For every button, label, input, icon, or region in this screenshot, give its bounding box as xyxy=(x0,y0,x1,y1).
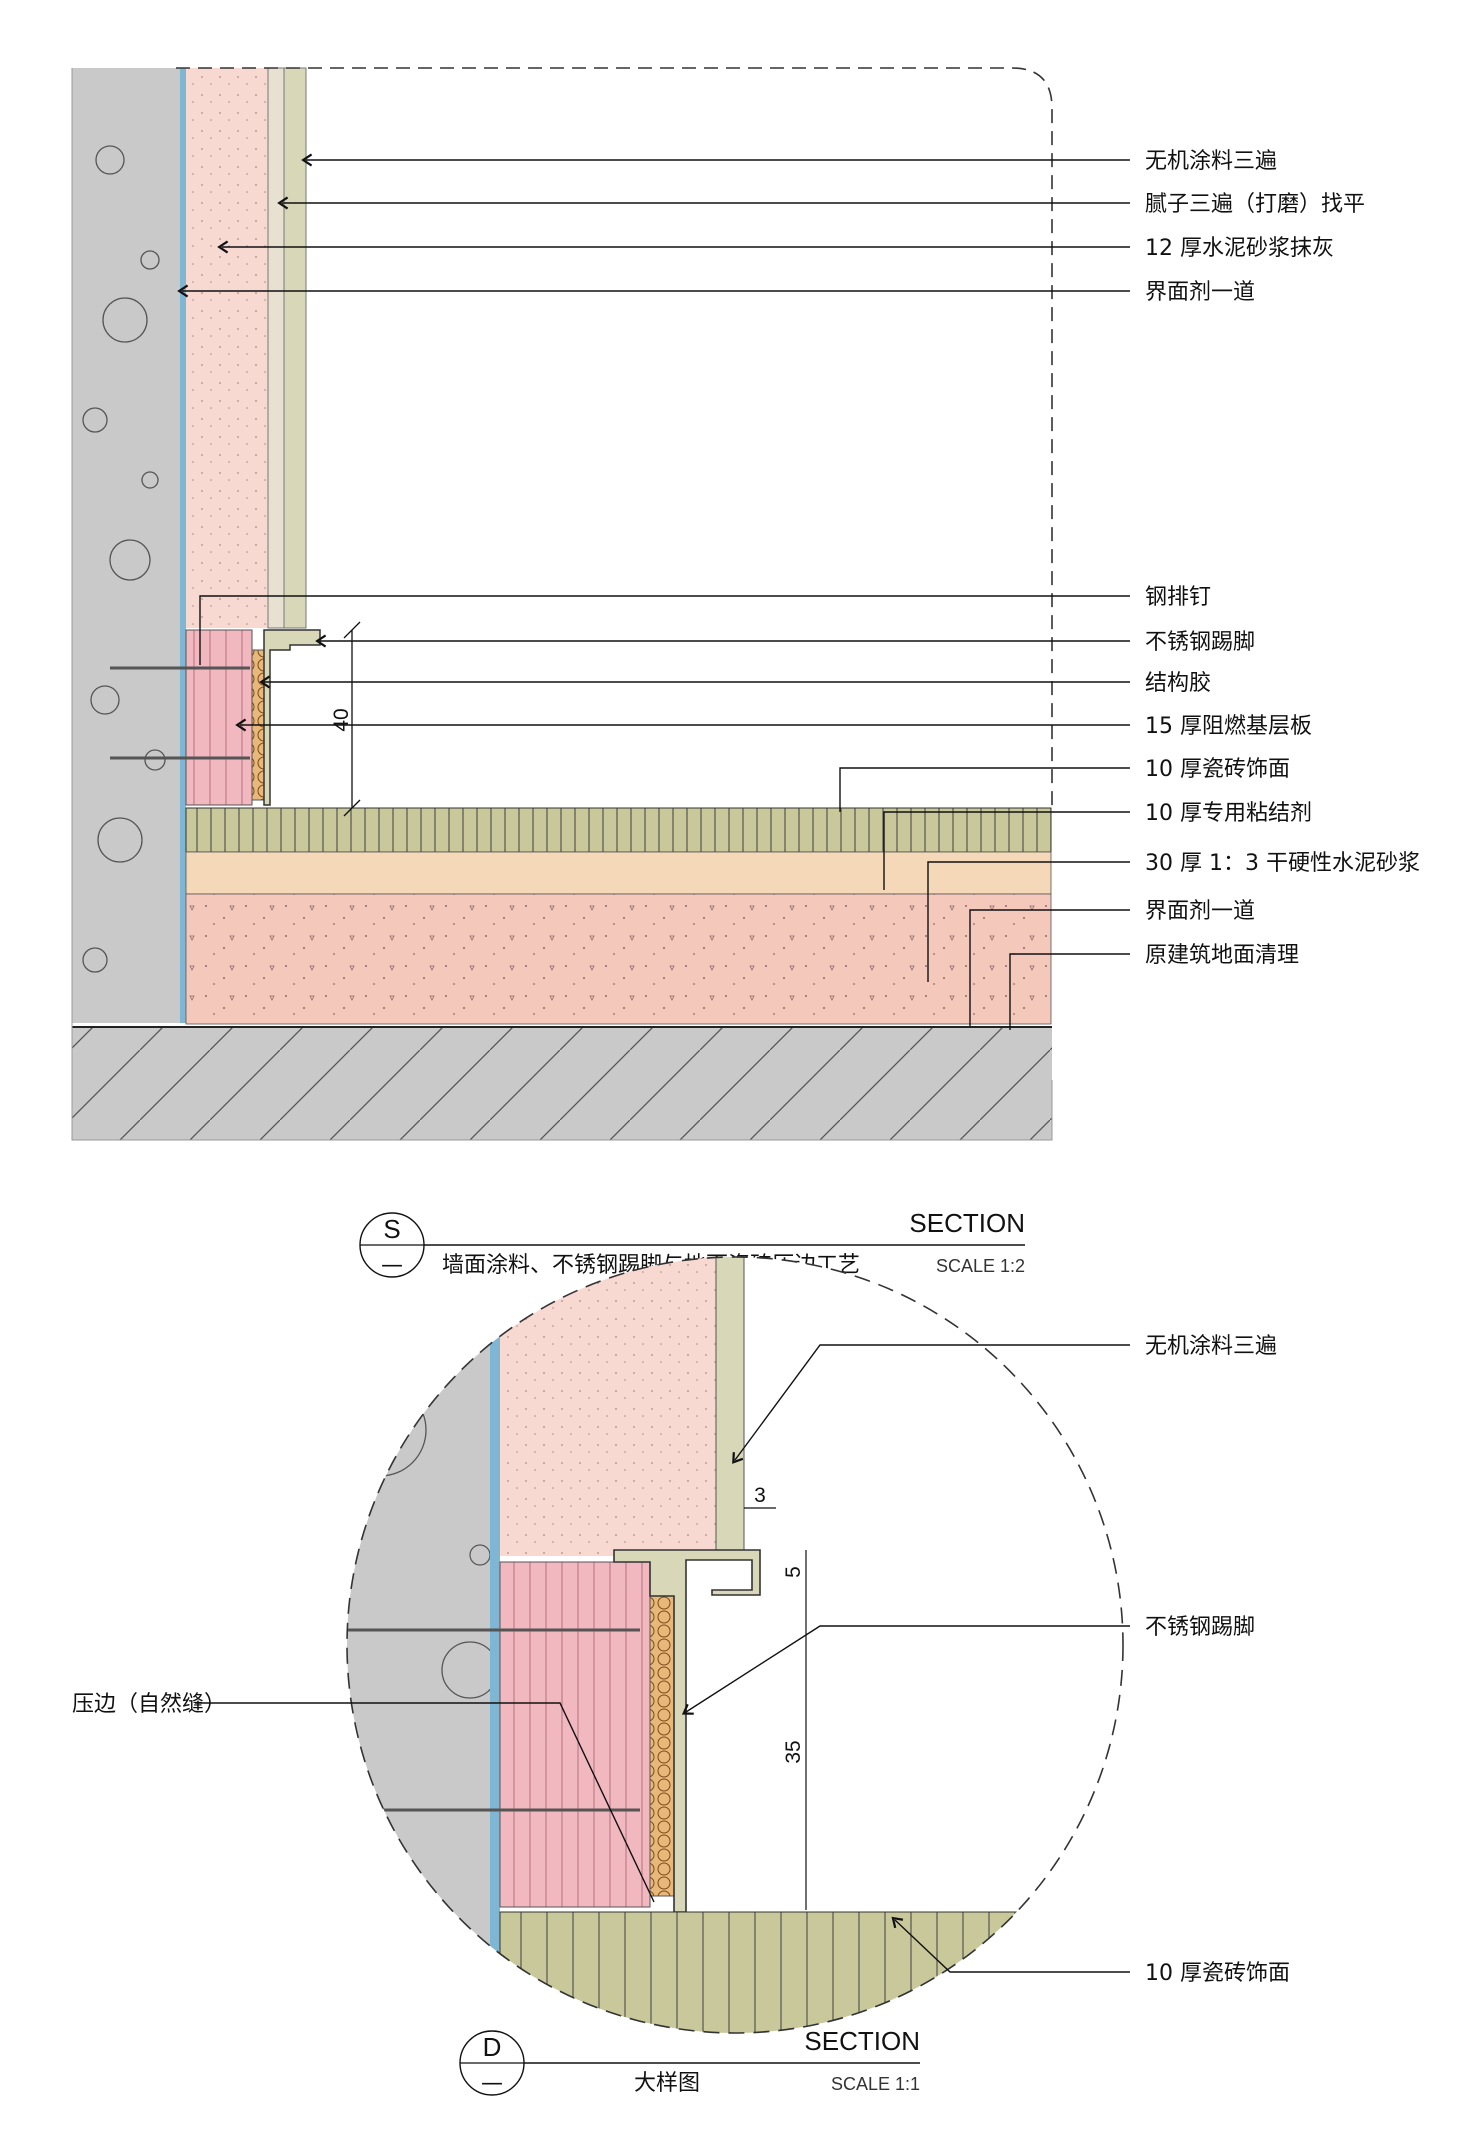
section-d-title: D — SECTION 大样图 SCALE 1:1 xyxy=(459,2026,920,2096)
dim-5: 5 xyxy=(782,1566,805,1578)
dim-3: 3 xyxy=(754,1484,766,1507)
section-d-kind: SECTION xyxy=(804,2026,920,2056)
base-slab xyxy=(72,1028,1052,1140)
section-d-symbol: D xyxy=(483,2032,502,2062)
plaster-layer xyxy=(186,68,268,628)
callout-label: 钢排钉 xyxy=(1145,585,1211,610)
section-s-symbol: S xyxy=(383,1214,400,1244)
section-s-scale: SCALE 1:2 xyxy=(936,1256,1025,1276)
callout-label: 不锈钢踢脚 xyxy=(1145,1615,1255,1640)
tile-layer xyxy=(185,807,1052,853)
section-s-sub: — xyxy=(381,1253,403,1278)
section-s-kind: SECTION xyxy=(909,1208,1025,1238)
section-d-scale: SCALE 1:1 xyxy=(831,2074,920,2094)
callout-label: 腻子三遍（打磨）找平 xyxy=(1145,192,1365,217)
callout-label: 10 厚专用粘结剂 xyxy=(1145,801,1312,826)
s-labels: 无机涂料三遍 腻子三遍（打磨）找平 12 厚水泥砂浆抹灰 界面剂一道 钢排钉 不… xyxy=(1145,149,1420,968)
fire-board xyxy=(185,629,253,806)
section-d-name: 大样图 xyxy=(634,2071,700,2096)
callout-label: 结构胶 xyxy=(1145,671,1211,696)
section-d-sub: — xyxy=(481,2071,503,2096)
callout-label: 原建筑地面清理 xyxy=(1145,943,1299,968)
callout-label: 30 厚 1：3 干硬性水泥砂浆 xyxy=(1145,851,1420,876)
d-leaders xyxy=(195,1344,1130,1973)
concrete-wall xyxy=(72,68,182,1023)
section-d-drawing: 3 5 35 无机涂料三遍 不锈钢踢脚 压边（自然缝） 10 厚瓷砖饰面 D —… xyxy=(72,1256,1290,2096)
putty-layer xyxy=(267,67,285,629)
screed-layer xyxy=(185,893,1052,1025)
section-s-drawing: 40 无机涂料三遍 腻子三遍（打磨）找平 12 厚水泥砂浆抹灰 界面剂一道 钢排… xyxy=(71,67,1420,1278)
callout-label: 无机涂料三遍 xyxy=(1145,149,1277,174)
d-labels: 无机涂料三遍 不锈钢踢脚 压边（自然缝） 10 厚瓷砖饰面 xyxy=(72,1334,1290,1986)
callout-label: 10 厚瓷砖饰面 xyxy=(1145,757,1290,782)
interface-layer xyxy=(180,68,186,1023)
s-leaders xyxy=(177,153,1130,1030)
paint-layer xyxy=(283,67,307,629)
callout-label: 界面剂一道 xyxy=(1145,899,1255,924)
adhesive-layer xyxy=(185,851,1052,895)
break-boundary xyxy=(176,67,1053,808)
dim-35: 35 xyxy=(782,1740,805,1763)
dim-40: 40 xyxy=(330,708,353,731)
steel-skirting xyxy=(263,629,321,806)
callout-label: 无机涂料三遍 xyxy=(1145,1334,1277,1359)
detail-circle xyxy=(346,1256,1124,2034)
callout-label: 界面剂一道 xyxy=(1145,280,1255,305)
callout-label: 压边（自然缝） xyxy=(72,1692,226,1717)
callout-label: 15 厚阻燃基层板 xyxy=(1145,714,1312,739)
callout-label: 12 厚水泥砂浆抹灰 xyxy=(1145,236,1334,261)
callout-label: 不锈钢踢脚 xyxy=(1145,630,1255,655)
callout-label: 10 厚瓷砖饰面 xyxy=(1145,1961,1290,1986)
